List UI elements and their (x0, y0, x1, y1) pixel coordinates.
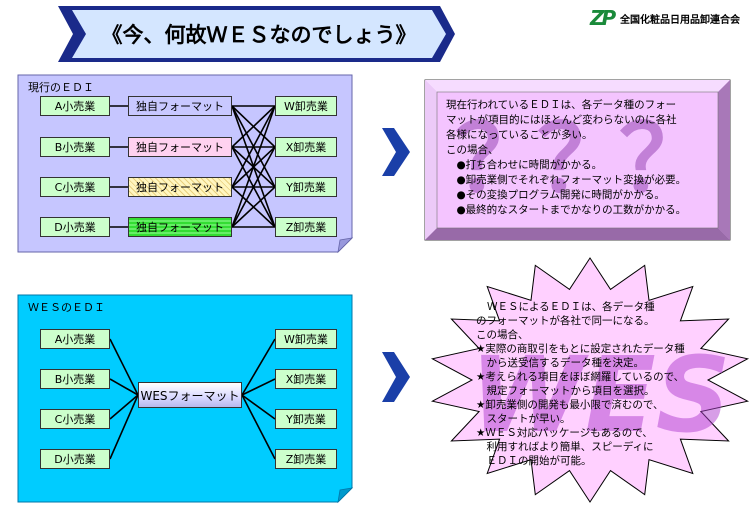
current-retailer-d: D小売業 (40, 217, 110, 237)
title-banner (58, 6, 455, 62)
org-logo: ZP (590, 6, 616, 30)
wes-connections (109, 338, 276, 460)
current-connections (110, 105, 276, 228)
current-wholesaler-y: Y卸売業 (275, 177, 337, 197)
problem-line: この場合、 (446, 144, 499, 156)
org-name: 全国化粧品日用品卸連合会 (620, 15, 740, 26)
current-retailer-c: C小売業 (40, 177, 110, 197)
wes-retailer-b: B小売業 (40, 369, 110, 389)
wes-wholesaler-w: W卸売業 (275, 329, 337, 349)
problem-line: ●卸売業側でそれぞれフォーマット変換が必要。 (446, 174, 687, 186)
solution-line: ★ＷＥＳ対応パッケージもあるので、 (476, 427, 653, 439)
current-wholesaler-w: W卸売業 (275, 96, 337, 116)
solution-line: ＥＤＩの開始が可能。 (476, 455, 592, 467)
wes-heading: ＷＥＳのＥＤＩ (28, 301, 105, 314)
wes-retailer-c: C小売業 (40, 409, 110, 429)
solution-line: のフォーマットが各社で同一になる。 (476, 315, 655, 327)
title-banner-fill (72, 10, 446, 58)
problem-line: ●打ち合わせに時間がかかる。 (446, 159, 603, 171)
solution-line: ★考えられる項目をほぼ網羅しているので、 (476, 371, 685, 383)
wes-retailer-d: D小売業 (40, 449, 110, 469)
wes-wholesaler-x: X卸売業 (275, 369, 337, 389)
current-format-1: 独自フォーマット (128, 96, 232, 116)
current-heading: 現行のＥＤＩ (28, 81, 94, 94)
wes-retailer-a: A小売業 (40, 329, 110, 349)
wes-format-box: WESフォーマット (138, 382, 242, 408)
current-wholesaler-x: X卸売業 (275, 137, 337, 157)
problem-panel (424, 79, 731, 241)
problem-line: ●最終的なスタートまでかなりの工数がかかる。 (446, 204, 687, 216)
solution-line: この場合、 (476, 329, 529, 341)
arrow-icon (382, 352, 410, 402)
problem-watermark: ？？？ (455, 106, 711, 213)
problem-line: マットが項目的にはほとんど変わらないのに各社 (446, 114, 677, 126)
wes-wholesaler-z: Z卸売業 (275, 449, 337, 469)
current-format-4: 独自フォーマット (128, 217, 232, 237)
solution-line: 利用すればより簡単、スピーディに (476, 441, 654, 453)
solution-line: スタートが早い。 (476, 413, 571, 425)
problem-line: 各様になっていることが多い。 (446, 129, 593, 141)
current-format-3: 独自フォーマット (128, 177, 232, 197)
problem-line: ●その変換プログラム開発に時間がかかる。 (446, 189, 665, 201)
wes-wholesaler-y: Y卸売業 (275, 409, 337, 429)
current-retailer-b: B小売業 (40, 137, 110, 157)
solution-panel (430, 257, 750, 503)
current-wholesaler-z: Z卸売業 (275, 217, 337, 237)
solution-line: ★卸売業側の開発も最小限で済むので、 (476, 399, 664, 411)
solution-line: ★実際の商取引をもとに設定されたデータ種 (476, 343, 685, 355)
solution-watermark: WES (470, 334, 731, 456)
current-format-2: 独自フォーマット (128, 137, 232, 157)
org-logo-letters: ZP (590, 6, 616, 30)
solution-line: ＷＥＳによるＥＤＩは、各データ種 (487, 301, 655, 313)
page-title: 《今、何故ＷＥＳなのでしょう》 (101, 23, 417, 47)
solution-line: から送受信するデータ種を決定。 (476, 357, 644, 369)
arrow-icon (382, 128, 410, 176)
problem-line: 現在行われているＥＤＩは、各データ種のフォー (446, 99, 677, 111)
solution-line: 規定フォーマットから項目を選択。 (476, 385, 655, 397)
current-retailer-a: A小売業 (40, 96, 110, 116)
